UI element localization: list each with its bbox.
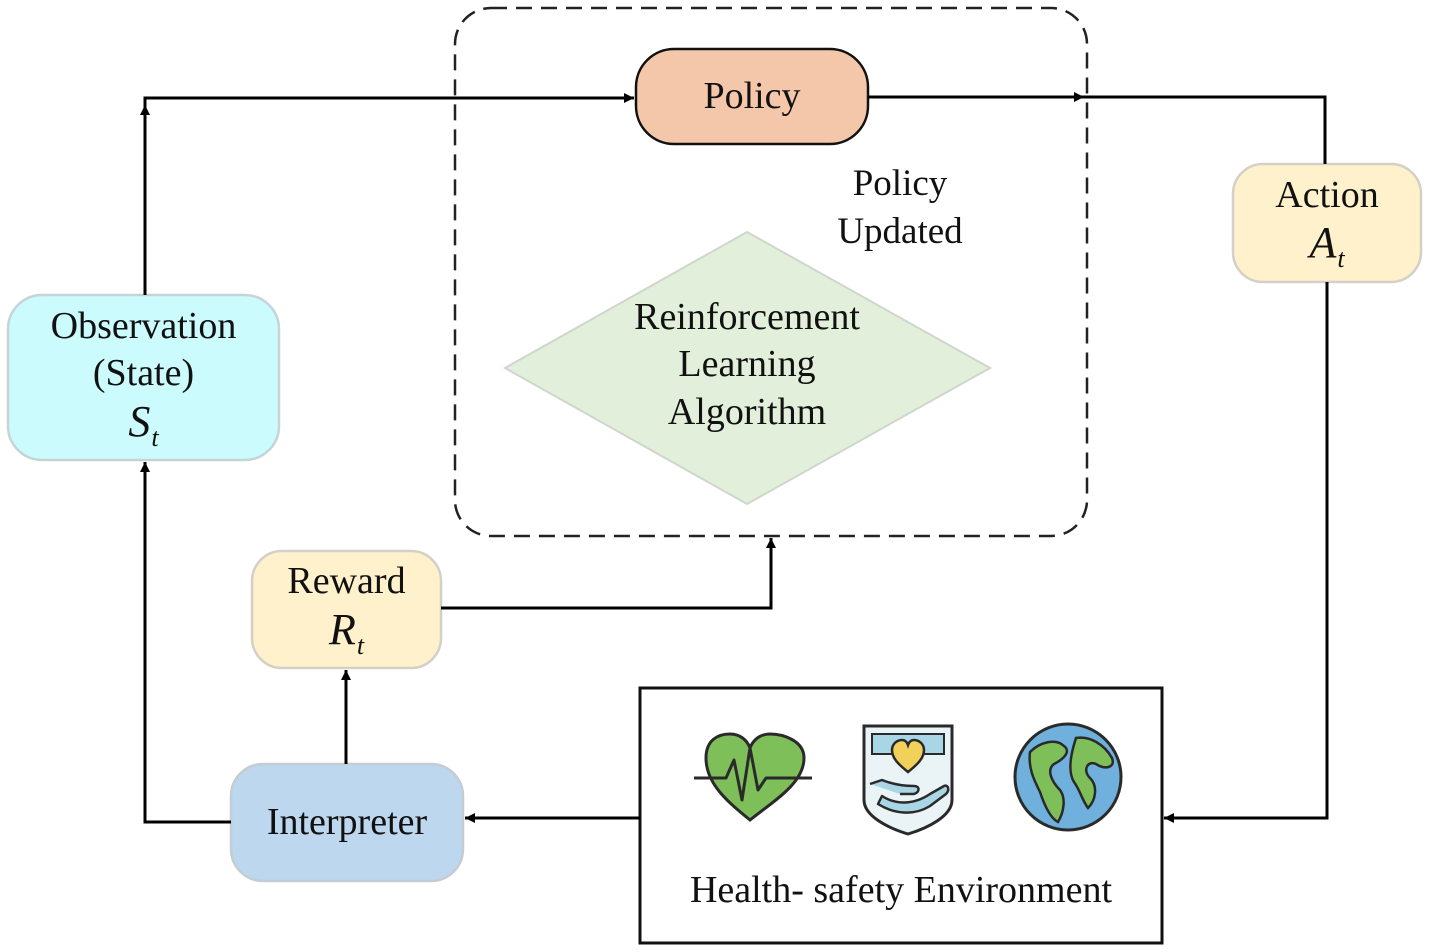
policy-updated-line1: Policy (852, 163, 948, 204)
action-symbol: At (1309, 218, 1345, 274)
arrow-action-to-environment (1164, 282, 1329, 823)
rl-algorithm-diamond (502, 230, 993, 506)
reward-symbol: Rt (328, 604, 365, 660)
rl-algorithm-line1: Reinforcement (634, 295, 860, 338)
rl-algorithm-line2: Learning (678, 343, 816, 386)
interpreter-node: Interpreter (231, 764, 463, 881)
policy-label: Policy (703, 74, 801, 117)
line-to-action (1084, 95, 1327, 164)
arrow-interpreter-to-observation (140, 462, 231, 824)
shield-heart-hand-icon (862, 724, 954, 836)
observation-subscript: t (151, 422, 159, 452)
reward-subscript: t (356, 630, 365, 660)
policy-update-region (453, 6, 1089, 538)
observation-node: Observation (State) St (8, 295, 279, 460)
policy-updated-line2: Updated (837, 211, 963, 253)
rl-algorithm-node: Reinforcement Learning Algorithm (560, 290, 934, 440)
reward-node: Reward Rt (252, 551, 441, 668)
heartbeat-icon (694, 732, 812, 822)
policy-node: Policy (636, 49, 868, 144)
arrow-reward-to-algorithm (441, 538, 776, 610)
reward-label: Reward (287, 560, 406, 603)
environment-label: Health- safety Environment (689, 869, 1113, 911)
action-label: Action (1275, 173, 1379, 216)
action-subscript: t (1337, 244, 1345, 274)
observation-line1: Observation (50, 304, 237, 347)
globe-icon (1013, 722, 1123, 832)
observation-line2: (State) (92, 352, 195, 395)
rl-algorithm-line3: Algorithm (667, 390, 827, 433)
policy-updated-text: Policy Updated (800, 160, 1000, 256)
interpreter-label: Interpreter (266, 800, 428, 843)
arrow-observation-to-policy (143, 93, 634, 295)
observation-symbol: St (128, 396, 159, 452)
action-node: Action At (1233, 164, 1421, 282)
